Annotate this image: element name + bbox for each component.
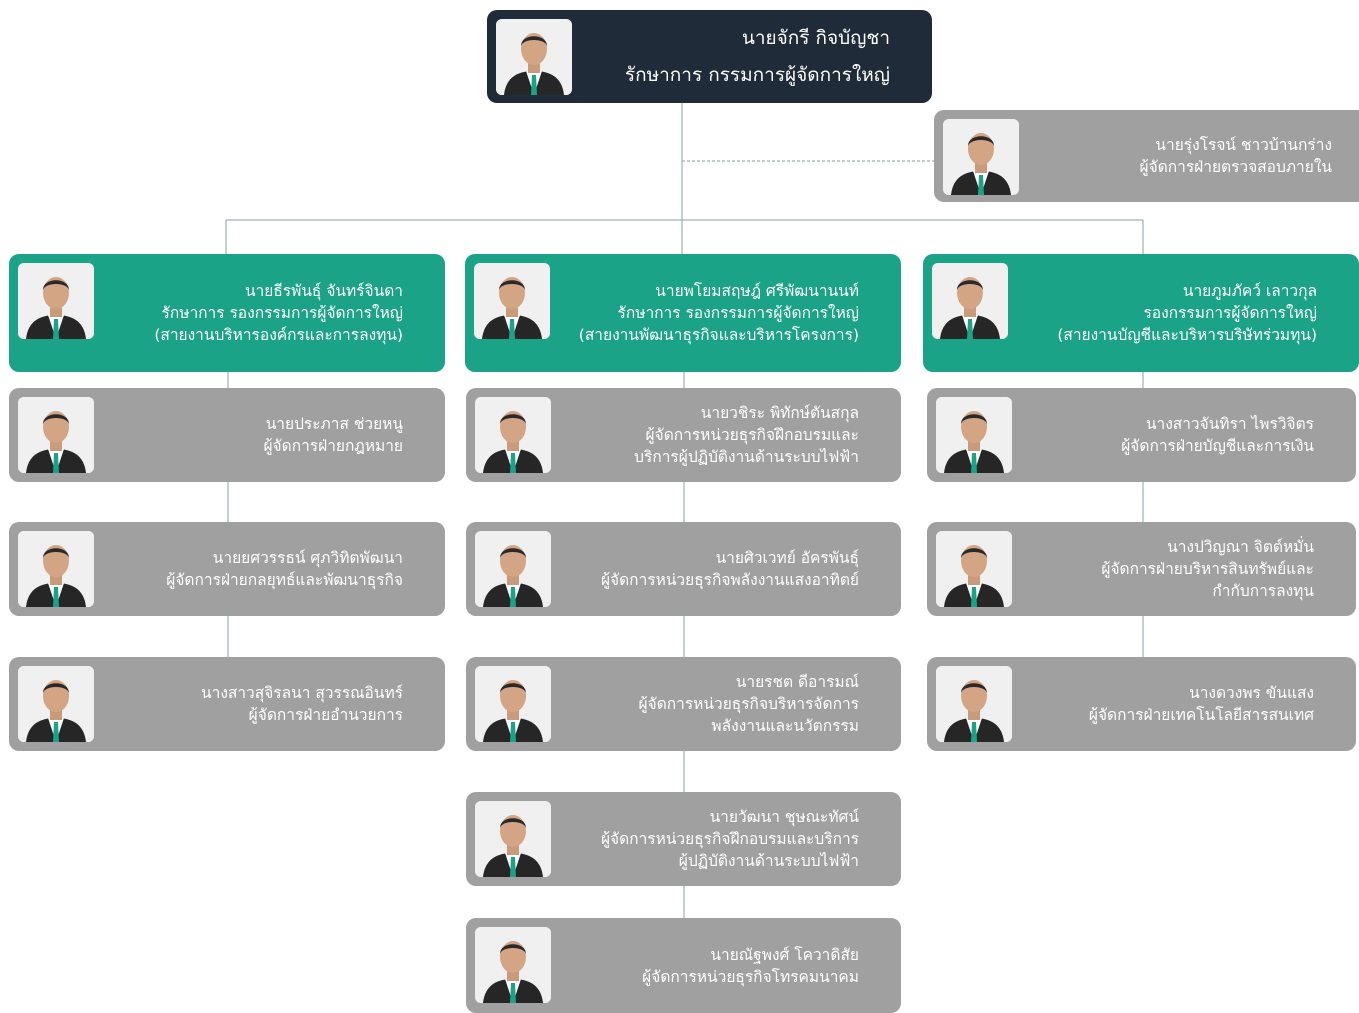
person-name: นายรชต ดีอารมณ์	[735, 673, 859, 691]
position-title-line: ผู้จัดการฝ่ายบัญชีและการเงิน	[1121, 437, 1314, 455]
position-title-line: ผู้จัดการหน่วยธุรกิจฝึกอบรมและ	[645, 426, 859, 444]
position-title-line: ผู้จัดการฝ่ายเทคโนโลยีสารสนเทศ	[1088, 706, 1314, 724]
manager-box: นายวัฒนา ชุษณะทัศน์ผู้จัดการหน่วยธุรกิจฝ…	[466, 792, 901, 886]
manager-box: นางสาวสุจิรลนา สุวรรณอินทร์ผู้จัดการฝ่าย…	[9, 657, 445, 751]
person-name: นางปวิญณา จิตต์หมั่น	[1167, 538, 1314, 556]
position-title-line: กำกับการลงทุน	[1212, 582, 1314, 600]
position-title-line: (สายงานบัญชีและบริหารบริษัทร่วมทุน)	[1057, 326, 1317, 344]
position-text: นายภูมภัคว์ เลาวกุลรองกรรมการผู้จัดการให…	[1018, 254, 1317, 372]
person-photo	[18, 397, 94, 473]
position-title-line: รองกรรมการผู้จัดการใหญ่	[1143, 304, 1317, 322]
position-title-line: รักษาการ กรรมการผู้จัดการใหญ่	[624, 63, 890, 86]
position-title-line: บริการผู้ปฏิบัติงานด้านระบบไฟฟ้า	[634, 448, 859, 466]
person-photo	[936, 666, 1012, 742]
division-head-box: นายภูมภัคว์ เลาวกุลรองกรรมการผู้จัดการให…	[923, 254, 1359, 372]
position-text: นายวัฒนา ชุษณะทัศน์ผู้จัดการหน่วยธุรกิจฝ…	[561, 792, 859, 886]
person-photo	[936, 531, 1012, 607]
person-name: นายยศวรรธน์ ศุภวิทิตพัฒนา	[212, 549, 403, 567]
person-photo	[943, 119, 1019, 195]
position-title-line: ผู้จัดการฝ่ายบริหารสินทรัพย์และ	[1101, 560, 1314, 578]
manager-box: นายศิวเวทย์ อัครพันธุ์ผู้จัดการหน่วยธุรก…	[466, 522, 901, 616]
person-name: นางสาวสุจิรลนา สุวรรณอินทร์	[201, 684, 403, 702]
person-name: นายศิวเวทย์ อัครพันธุ์	[715, 549, 859, 567]
person-photo	[475, 397, 551, 473]
position-title-line: ผู้ปฏิบัติงานด้านระบบไฟฟ้า	[678, 852, 859, 870]
position-text: นางดวงพร ขันแสงผู้จัดการฝ่ายเทคโนโลยีสาร…	[1022, 657, 1314, 751]
person-photo	[18, 666, 94, 742]
position-title-line: ผู้จัดการหน่วยธุรกิจฝึกอบรมและบริการ	[600, 830, 859, 848]
position-title-line: ผู้จัดการฝ่ายตรวจสอบภายใน	[1139, 158, 1332, 176]
audit-box: นายรุ่งโรจน์ ชาวบ้านกร่างผู้จัดการฝ่ายตร…	[934, 110, 1359, 202]
position-text: นายธีรพันธุ์ จันทร์จินดารักษาการ รองกรรม…	[104, 254, 403, 372]
person-photo	[475, 531, 551, 607]
manager-box: นายยศวรรธน์ ศุภวิทิตพัฒนาผู้จัดการฝ่ายกล…	[9, 522, 445, 616]
person-name: นายณัฐพงศ์ โควาดิสัย	[710, 945, 859, 964]
person-name: นายพโยมสฤษฎ์ ศรีพัฒนานนท์	[655, 282, 859, 300]
ceo-box: นายจักรี กิจบัญชารักษาการ กรรมการผู้จัดก…	[487, 10, 932, 103]
person-photo	[18, 531, 94, 607]
person-name: นายรุ่งโรจน์ ชาวบ้านกร่าง	[1155, 136, 1332, 154]
manager-box: นายประภาส ช่วยหนูผู้จัดการฝ่ายกฎหมาย	[9, 388, 445, 482]
person-photo	[475, 666, 551, 742]
position-text: นางสาวสุจิรลนา สุวรรณอินทร์ผู้จัดการฝ่าย…	[104, 657, 403, 751]
person-name: นายภูมภัคว์ เลาวกุล	[1182, 282, 1317, 300]
position-text: นายประภาส ช่วยหนูผู้จัดการฝ่ายกฎหมาย	[104, 388, 403, 482]
position-title-line: ผู้จัดการฝ่ายอำนวยการ	[248, 706, 403, 724]
person-photo	[474, 263, 550, 339]
position-text: นางปวิญณา จิตต์หมั่นผู้จัดการฝ่ายบริหารส…	[1022, 522, 1314, 616]
person-photo	[18, 263, 94, 339]
manager-box: นายวชิระ พิทักษ์ตันสกุลผู้จัดการหน่วยธุร…	[466, 388, 901, 482]
position-text: นายจักรี กิจบัญชารักษาการ กรรมการผู้จัดก…	[582, 10, 890, 103]
person-name: นายประภาส ช่วยหนู	[265, 415, 403, 433]
person-name: นายวชิระ พิทักษ์ตันสกุล	[700, 404, 859, 422]
position-title-line: ผู้จัดการฝ่ายกฎหมาย	[263, 437, 403, 455]
position-text: นายรุ่งโรจน์ ชาวบ้านกร่างผู้จัดการฝ่ายตร…	[1029, 110, 1332, 202]
position-text: นายพโยมสฤษฎ์ ศรีพัฒนานนท์รักษาการ รองกรร…	[560, 254, 859, 372]
manager-box: นางปวิญณา จิตต์หมั่นผู้จัดการฝ่ายบริหารส…	[927, 522, 1356, 616]
position-text: นางสาวจันทิรา ไพรวิจิตรผู้จัดการฝ่ายบัญช…	[1022, 388, 1314, 482]
position-title-line: ผู้จัดการหน่วยธุรกิจบริหารจัดการ	[638, 695, 859, 713]
person-name: นายธีรพันธุ์ จันทร์จินดา	[244, 282, 403, 300]
person-photo	[475, 801, 551, 877]
position-title-line: รักษาการ รองกรรมการผู้จัดการใหญ่	[161, 304, 403, 322]
division-head-box: นายธีรพันธุ์ จันทร์จินดารักษาการ รองกรรม…	[9, 254, 445, 372]
position-title-line: (สายงานพัฒนาธุรกิจและบริหารโครงการ)	[578, 326, 859, 344]
manager-box: นายรชต ดีอารมณ์ผู้จัดการหน่วยธุรกิจบริหา…	[466, 657, 901, 751]
position-text: นายรชต ดีอารมณ์ผู้จัดการหน่วยธุรกิจบริหา…	[561, 657, 859, 751]
manager-box: นายณัฐพงศ์ โควาดิสัยผู้จัดการหน่วยธุรกิจ…	[466, 918, 901, 1013]
position-text: นายยศวรรธน์ ศุภวิทิตพัฒนาผู้จัดการฝ่ายกล…	[104, 522, 403, 616]
manager-box: นางสาวจันทิรา ไพรวิจิตรผู้จัดการฝ่ายบัญช…	[927, 388, 1356, 482]
position-text: นายณัฐพงศ์ โควาดิสัยผู้จัดการหน่วยธุรกิจ…	[561, 918, 859, 1013]
position-title-line: (สายงานบริหารองค์กรและการลงทุน)	[154, 326, 403, 344]
position-text: นายวชิระ พิทักษ์ตันสกุลผู้จัดการหน่วยธุร…	[561, 388, 859, 482]
manager-box: นางดวงพร ขันแสงผู้จัดการฝ่ายเทคโนโลยีสาร…	[927, 657, 1356, 751]
position-title-line: พลังงานและนวัตกรรม	[711, 717, 859, 735]
person-name: นายจักรี กิจบัญชา	[741, 26, 890, 49]
person-photo	[496, 19, 572, 95]
person-photo	[932, 263, 1008, 339]
position-title-line: ผู้จัดการหน่วยธุรกิจพลังงานแสงอาทิตย์	[600, 571, 859, 589]
person-name: นางดวงพร ขันแสง	[1189, 684, 1314, 702]
division-head-box: นายพโยมสฤษฎ์ ศรีพัฒนานนท์รักษาการ รองกรร…	[465, 254, 901, 372]
person-photo	[475, 927, 551, 1003]
person-photo	[936, 397, 1012, 473]
person-name: นายวัฒนา ชุษณะทัศน์	[709, 808, 859, 826]
position-title-line: รักษาการ รองกรรมการผู้จัดการใหญ่	[617, 304, 859, 322]
position-title-line: ผู้จัดการฝ่ายกลยุทธ์และพัฒนาธุรกิจ	[166, 571, 403, 589]
position-title-line: ผู้จัดการหน่วยธุรกิจโทรคมนาคม	[642, 967, 859, 986]
person-name: นางสาวจันทิรา ไพรวิจิตร	[1145, 415, 1314, 433]
position-text: นายศิวเวทย์ อัครพันธุ์ผู้จัดการหน่วยธุรก…	[561, 522, 859, 616]
